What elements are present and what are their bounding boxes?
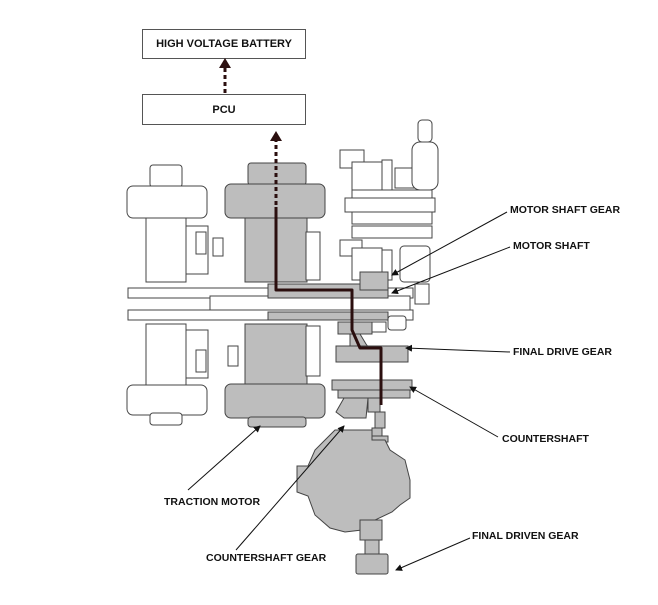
motor-to-pcu-arrow (270, 131, 282, 205)
high-voltage-battery-box: HIGH VOLTAGE BATTERY (142, 29, 306, 59)
leader-lines (187, 211, 511, 571)
label-final-drive-gear: FINAL DRIVE GEAR (513, 346, 612, 358)
label-motor-shaft-gear: MOTOR SHAFT GEAR (510, 204, 621, 216)
label-traction-motor: TRACTION MOTOR (164, 496, 261, 508)
generator-motor (126, 164, 239, 426)
label-countershaft-gear: COUNTERSHAFT GEAR (206, 552, 327, 564)
label-countershaft: COUNTERSHAFT (502, 433, 589, 445)
label-motor-shaft: MOTOR SHAFT (513, 240, 590, 252)
label-final-driven-gear: FINAL DRIVEN GEAR (472, 530, 579, 542)
traction-motor-drawing (224, 162, 326, 428)
pcu-box: PCU (142, 94, 306, 125)
battery-charge-arrow (219, 58, 231, 93)
power-flow-path (274, 207, 383, 405)
motor-shaft-drawing (127, 283, 414, 321)
differential (296, 429, 411, 575)
